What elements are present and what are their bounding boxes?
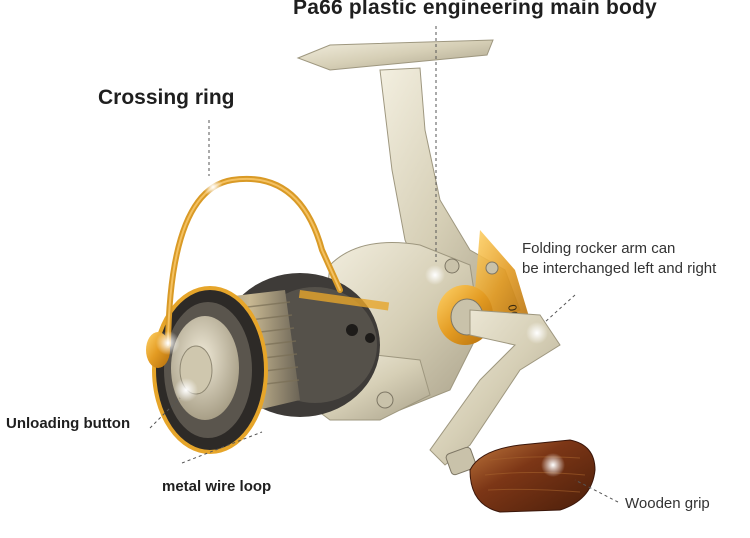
label-unloading-button: Unloading button xyxy=(6,415,131,432)
wooden-grip xyxy=(469,439,596,513)
label-metal-wire-loop: metal wire loop xyxy=(162,478,272,495)
leader-wire-loop xyxy=(181,431,263,464)
label-crossing-ring: Crossing ring xyxy=(98,86,235,109)
label-wooden-grip: Wooden grip xyxy=(625,495,710,512)
rod-foot xyxy=(296,39,494,71)
label-folding-arm-line2: be interchanged left and right xyxy=(522,260,717,277)
leader-unloading xyxy=(149,397,181,429)
handle-arm xyxy=(429,309,561,466)
body-screw xyxy=(444,258,460,274)
handle-knob-stem xyxy=(445,446,477,476)
label-main-body: Pa66 plastic engineering main body xyxy=(293,0,657,19)
leader-grip xyxy=(574,479,619,503)
label-folding-arm-line1: Folding rocker arm can xyxy=(522,240,676,257)
leader-folding-arm xyxy=(544,294,576,323)
